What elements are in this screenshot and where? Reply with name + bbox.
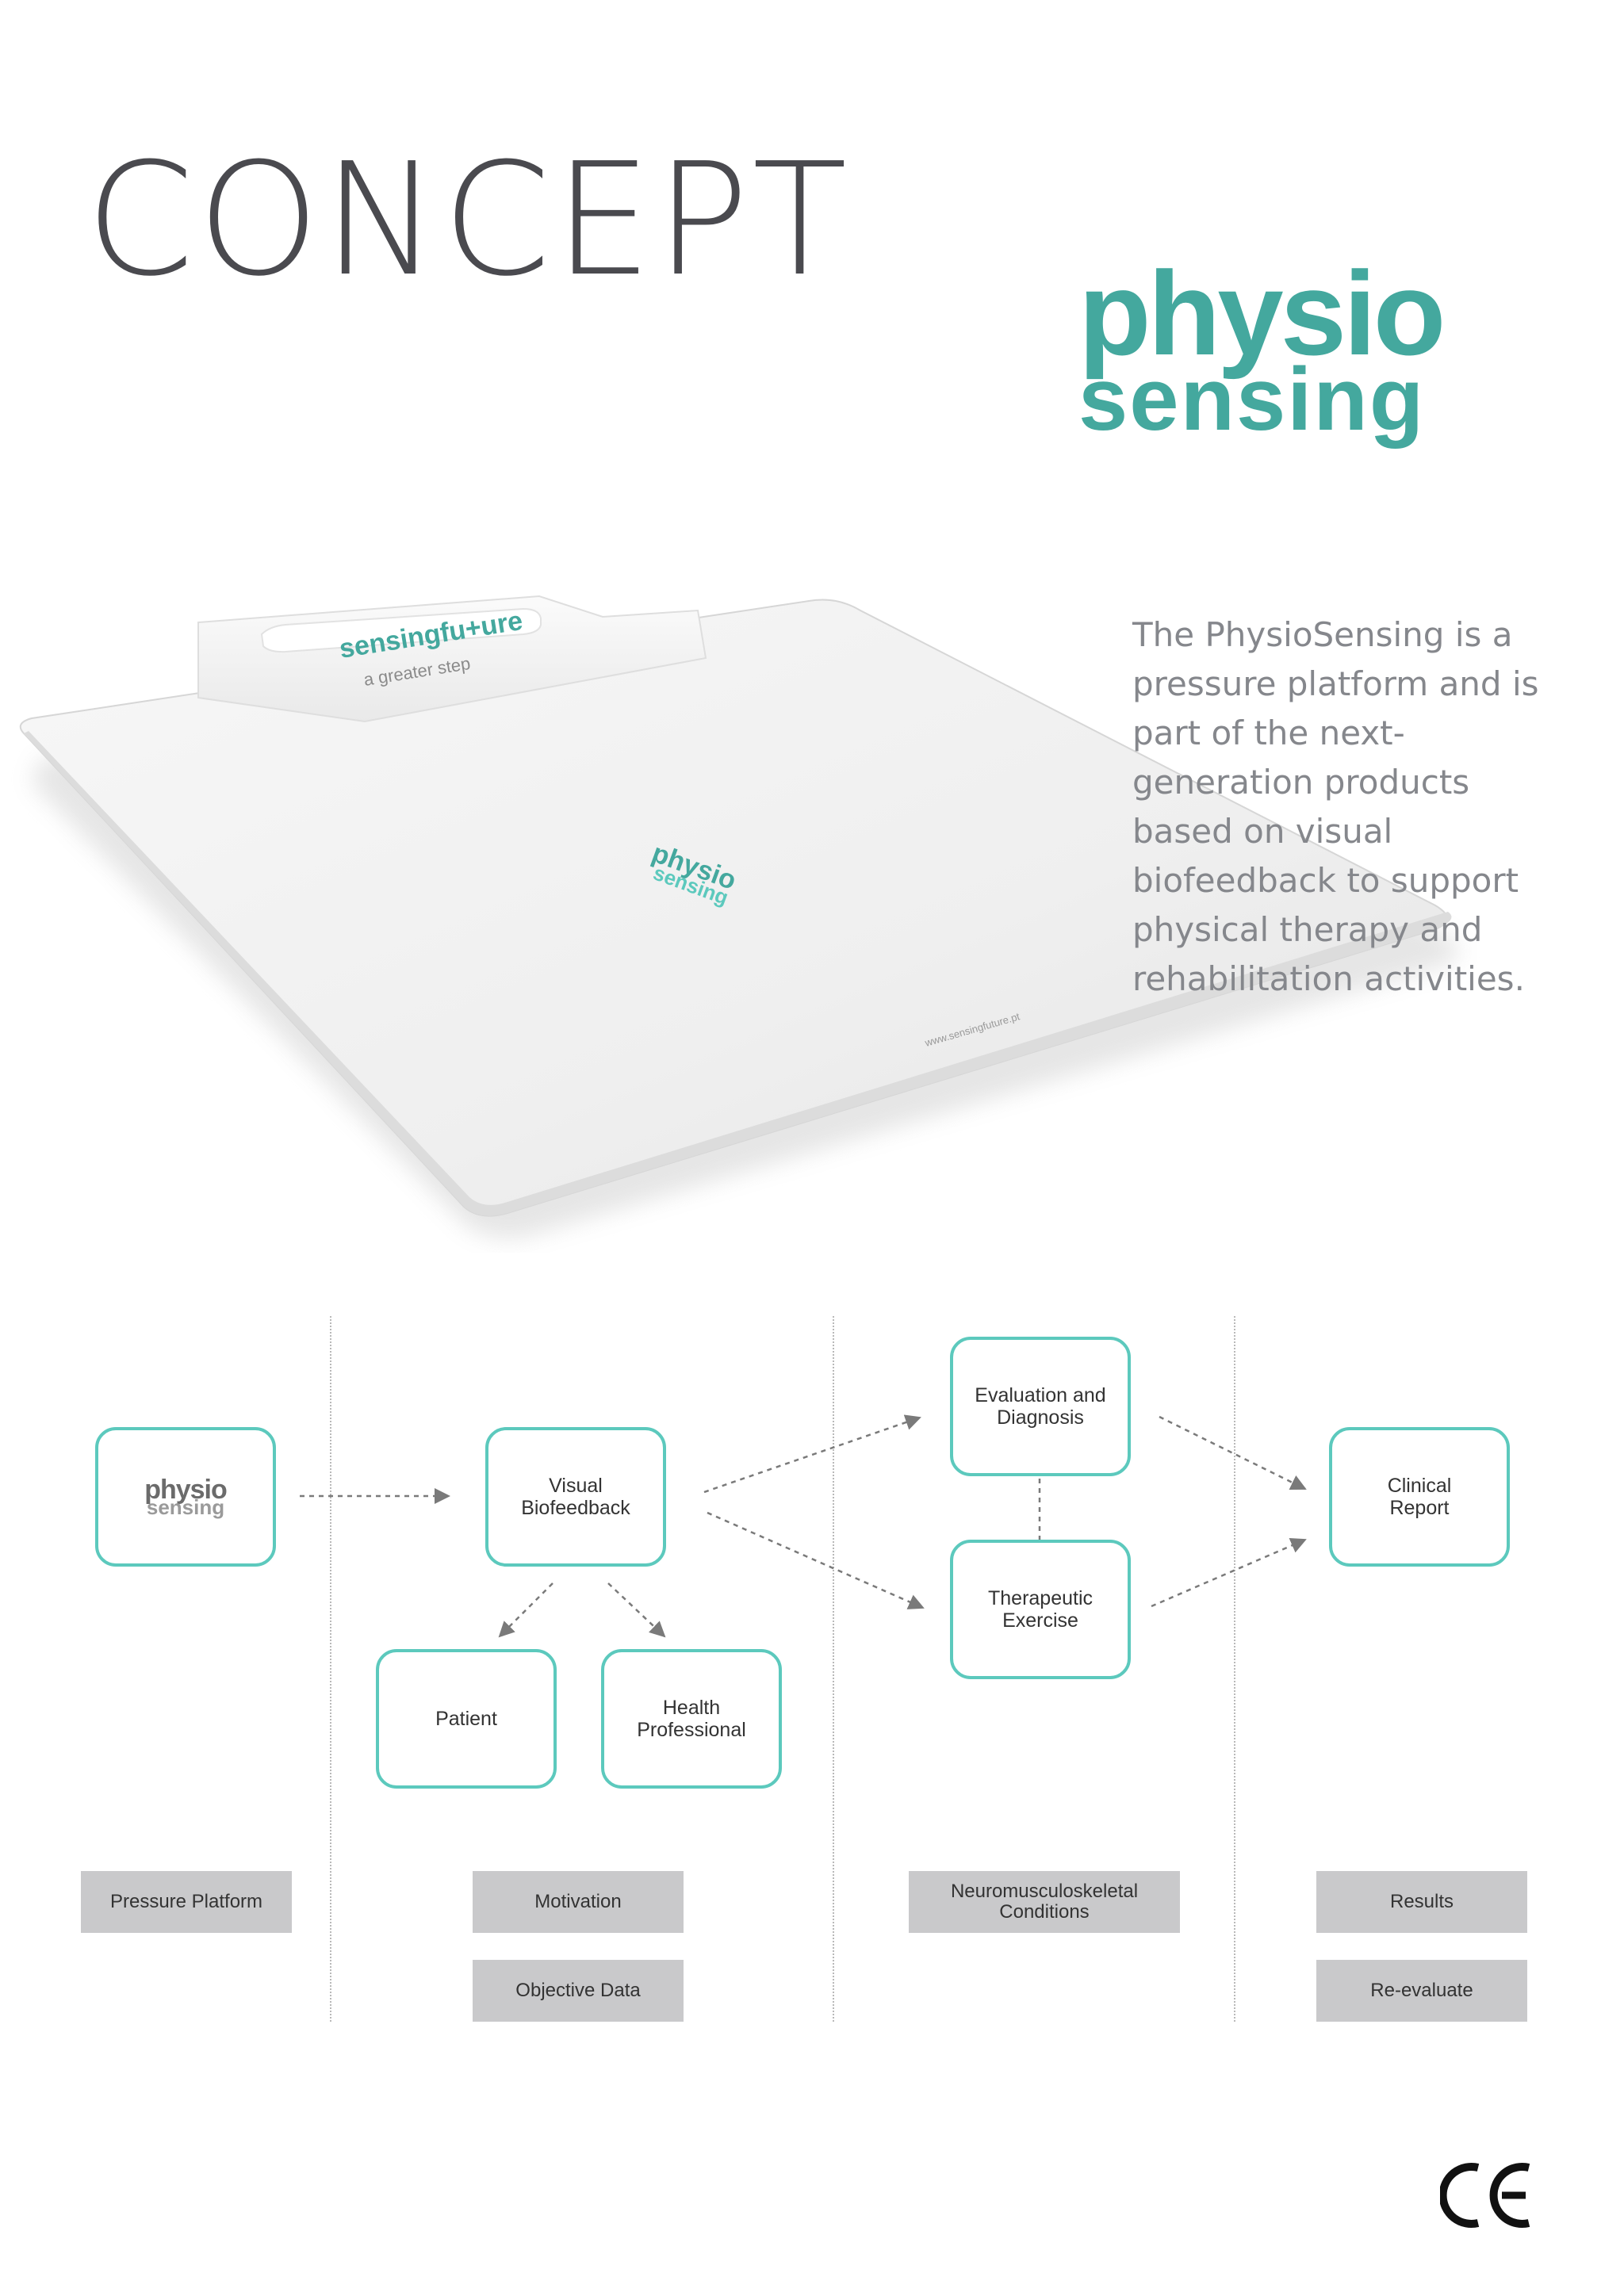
page-title: CONCEPT: [86, 130, 851, 311]
label-motivation: Motivation: [473, 1871, 684, 1933]
arrow-visual-to-therapeutic: [707, 1511, 925, 1609]
patient-label: Patient: [435, 1708, 497, 1730]
clinical-report-box: Clinical Report: [1329, 1427, 1510, 1567]
ce-mark-icon: [1440, 2163, 1530, 2228]
health-professional-box: Health Professional: [601, 1649, 782, 1789]
mini-logo-physio: physio: [144, 1475, 228, 1505]
label-objective-data: Objective Data: [473, 1960, 684, 2022]
visual-biofeedback-label: Visual Biofeedback: [521, 1475, 630, 1519]
patient-box: Patient: [376, 1649, 557, 1789]
arrow-therapeutic-to-report: [1151, 1537, 1307, 1608]
label-results: Results: [1316, 1871, 1527, 1933]
column-divider: [330, 1316, 331, 2022]
arrow-visual-to-patient: [498, 1582, 553, 1638]
arrow-visual-to-evaluation: [703, 1414, 921, 1494]
clinical-report-label: Clinical Report: [1387, 1475, 1452, 1519]
logo-line-physio: physio: [1078, 247, 1446, 380]
arrow-visual-to-health: [607, 1582, 666, 1638]
column-divider: [833, 1316, 834, 2022]
physiosensing-logo: physio sensing: [1078, 254, 1507, 444]
mini-logo-sensing: sensing: [146, 1495, 225, 1519]
logo-line-sensing: sensing: [1078, 350, 1426, 449]
evaluation-diagnosis-box: Evaluation and Diagnosis: [950, 1337, 1131, 1476]
label-reevaluate: Re-evaluate: [1316, 1960, 1527, 2022]
product-description: The PhysioSensing is a pressure platform…: [1132, 615, 1539, 998]
label-neuromusculoskeletal: Neuromusculoskeletal Conditions: [909, 1871, 1180, 1933]
mini-logo: physio sensing: [144, 1475, 228, 1519]
therapeutic-label: Therapeutic Exercise: [987, 1587, 1094, 1632]
health-professional-label: Health Professional: [637, 1697, 746, 1741]
column-divider: [1234, 1316, 1235, 2022]
label-pressure-platform: Pressure Platform: [81, 1871, 292, 1933]
pressure-platform-image: sensingfu+ure a greater step physio sens…: [19, 595, 1459, 1239]
evaluation-label: Evaluation and Diagnosis: [975, 1384, 1106, 1429]
physiosensing-box: physio sensing: [95, 1427, 276, 1567]
diagram-arrows: [300, 1414, 1307, 1638]
visual-biofeedback-box: Visual Biofeedback: [485, 1427, 666, 1567]
therapeutic-exercise-box: Therapeutic Exercise: [950, 1540, 1131, 1679]
arrow-evaluation-to-report: [1159, 1415, 1307, 1490]
